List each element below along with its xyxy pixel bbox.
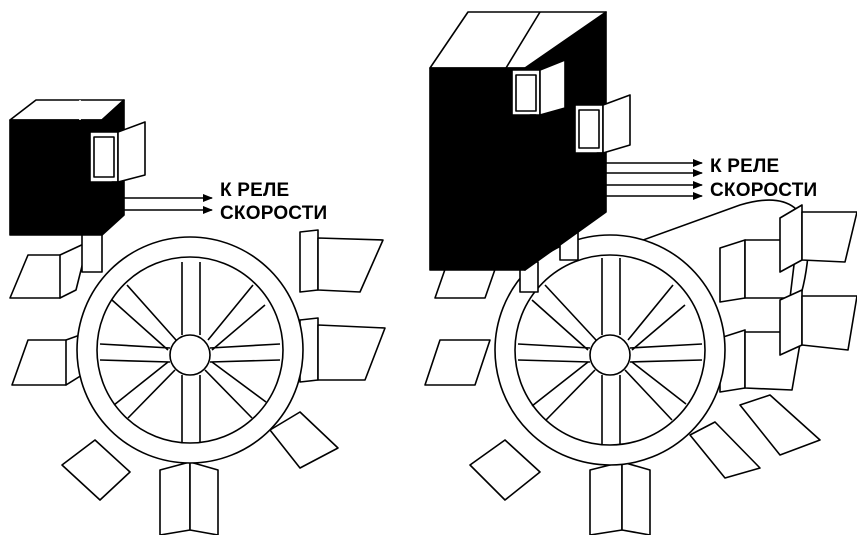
right-speed-sensor-bottom [574, 94, 631, 160]
right-label-line1: К РЕЛЕ [710, 156, 780, 177]
right-bucket-wheel-assembly [424, 11, 857, 535]
left-bucket-wheel-assembly [9, 99, 386, 535]
left-label-line1: К РЕЛЕ [220, 180, 290, 201]
right-label-line2: СКОРОСТИ [710, 180, 818, 201]
left-wheel [76, 236, 304, 464]
left-signal-lines [111, 186, 213, 214]
left-label-line2: СКОРОСТИ [220, 203, 328, 224]
right-signal-lines [529, 121, 703, 200]
right-speed-sensor-top [511, 59, 566, 122]
left-speed-sensor [89, 121, 146, 189]
right-wheel [494, 234, 726, 466]
left-buckets-back [9, 229, 386, 535]
right-sensor-housing [429, 11, 607, 271]
